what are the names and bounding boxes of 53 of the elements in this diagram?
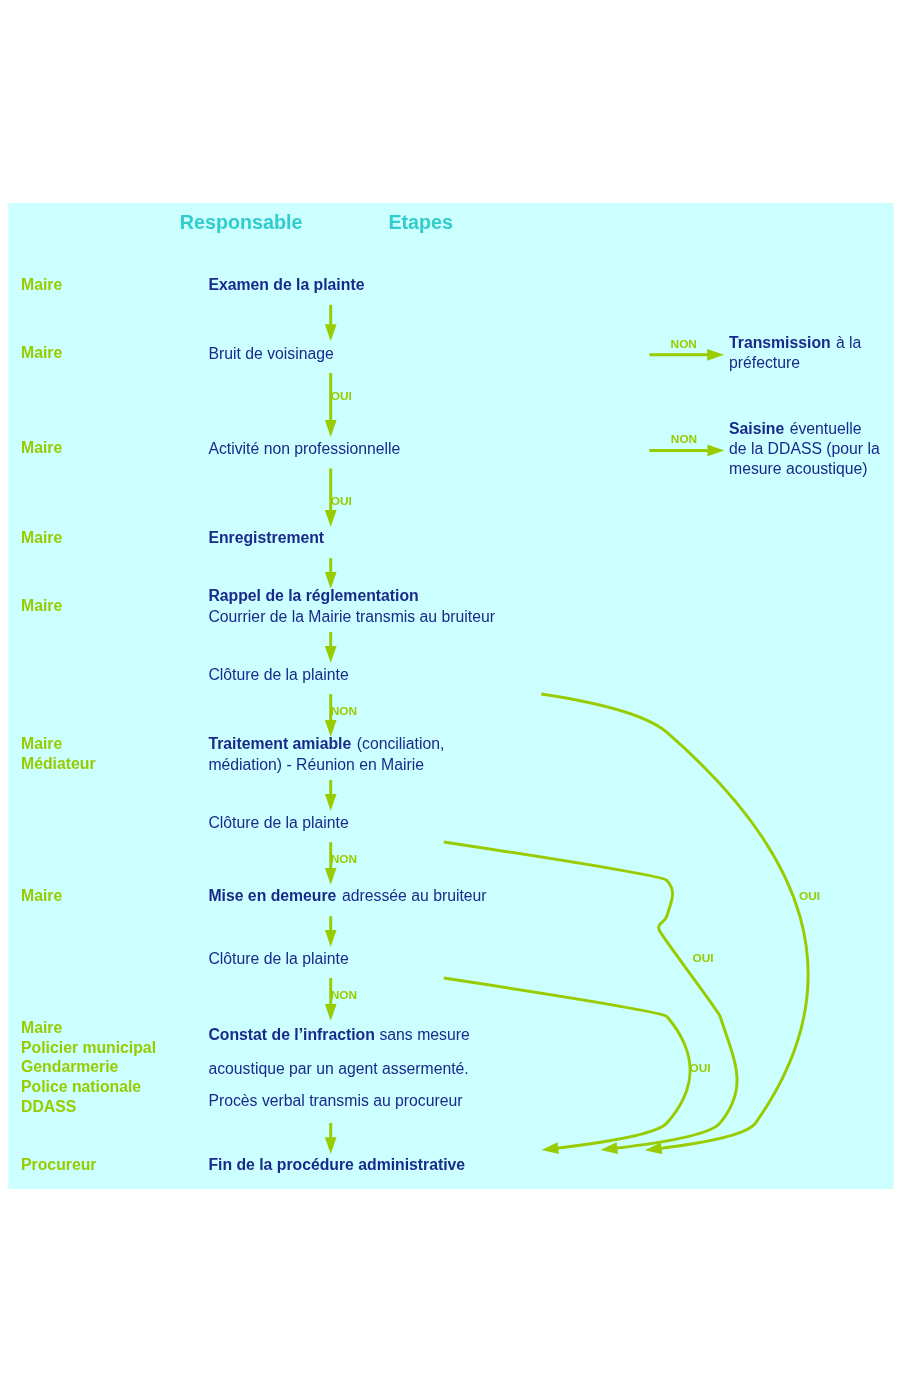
node-label: Maire (21, 528, 63, 546)
node-text: Activité non professionnelle (208, 440, 401, 458)
label: Etapes (388, 210, 454, 233)
node-label: Gendarmerie (21, 1058, 119, 1076)
node-text: Clôture de la plainte (208, 666, 349, 684)
node-text: Examen de la plainte (208, 275, 365, 293)
arrow (649, 444, 725, 457)
node-text: Bruit de voisinage (208, 344, 334, 362)
node-label: Maire (21, 886, 63, 904)
node-text: Constat de l’infraction sans mesure acoustique par un agent assermenté. Procès verbal transmis au procureur (208, 1025, 470, 1110)
node-text: Fin de la procédure administrative (208, 1156, 466, 1174)
node-label: Maire (21, 439, 63, 457)
node-text: Saisine éventuelle de la DDASS (pour la mesure acoustique) (729, 419, 880, 477)
arrow (324, 694, 337, 737)
node-text: Mise en demeure adressée au bruiteur (208, 886, 487, 904)
node-label: Police nationale (21, 1078, 142, 1096)
node-text: Traitement amiable (conciliation, médiation) - Réunion en Mairie (208, 735, 445, 773)
arrow (324, 468, 337, 527)
arrow (324, 373, 337, 437)
node-label: Maire (21, 597, 63, 615)
edge-label: NON (330, 704, 357, 719)
arrow (324, 779, 337, 811)
node-text: Clôture de la plainte (208, 949, 349, 967)
arrow (324, 978, 337, 1021)
node-label: Maire (21, 343, 63, 361)
edge-label: NON (670, 336, 697, 351)
edge-label: OUI (692, 951, 714, 966)
edge-label: NON (330, 852, 357, 867)
arrow (324, 842, 337, 885)
node-text: Clôture de la plainte (208, 813, 349, 831)
edge-label: NON (330, 988, 357, 1003)
arrow (324, 558, 337, 589)
node-label: Policier municipal (21, 1038, 157, 1056)
edge-label: OUI (799, 889, 821, 904)
arrow (324, 1123, 337, 1154)
edge-label: NON (670, 432, 698, 447)
arrow (443, 976, 692, 1154)
node-label: Maire (21, 735, 63, 753)
arrow (443, 840, 739, 1154)
node-label: Maire (21, 1019, 63, 1037)
arrow (324, 631, 337, 663)
node-label: Médiateur (21, 754, 96, 772)
node-label: DDASS (21, 1097, 77, 1115)
node-text: Rappel de la réglementation Courrier de la Mairie transmis au bruiteur (208, 587, 495, 625)
label: Responsable (179, 210, 303, 233)
node-text: Enregistrement (208, 528, 325, 546)
node-label: Maire (21, 275, 63, 293)
node-text: Transmission à la préfecture (729, 333, 862, 372)
arrow (541, 692, 810, 1155)
arrow (324, 304, 337, 342)
arrow (324, 916, 337, 947)
node-label: Procureur (21, 1156, 97, 1174)
arrow (649, 348, 724, 361)
